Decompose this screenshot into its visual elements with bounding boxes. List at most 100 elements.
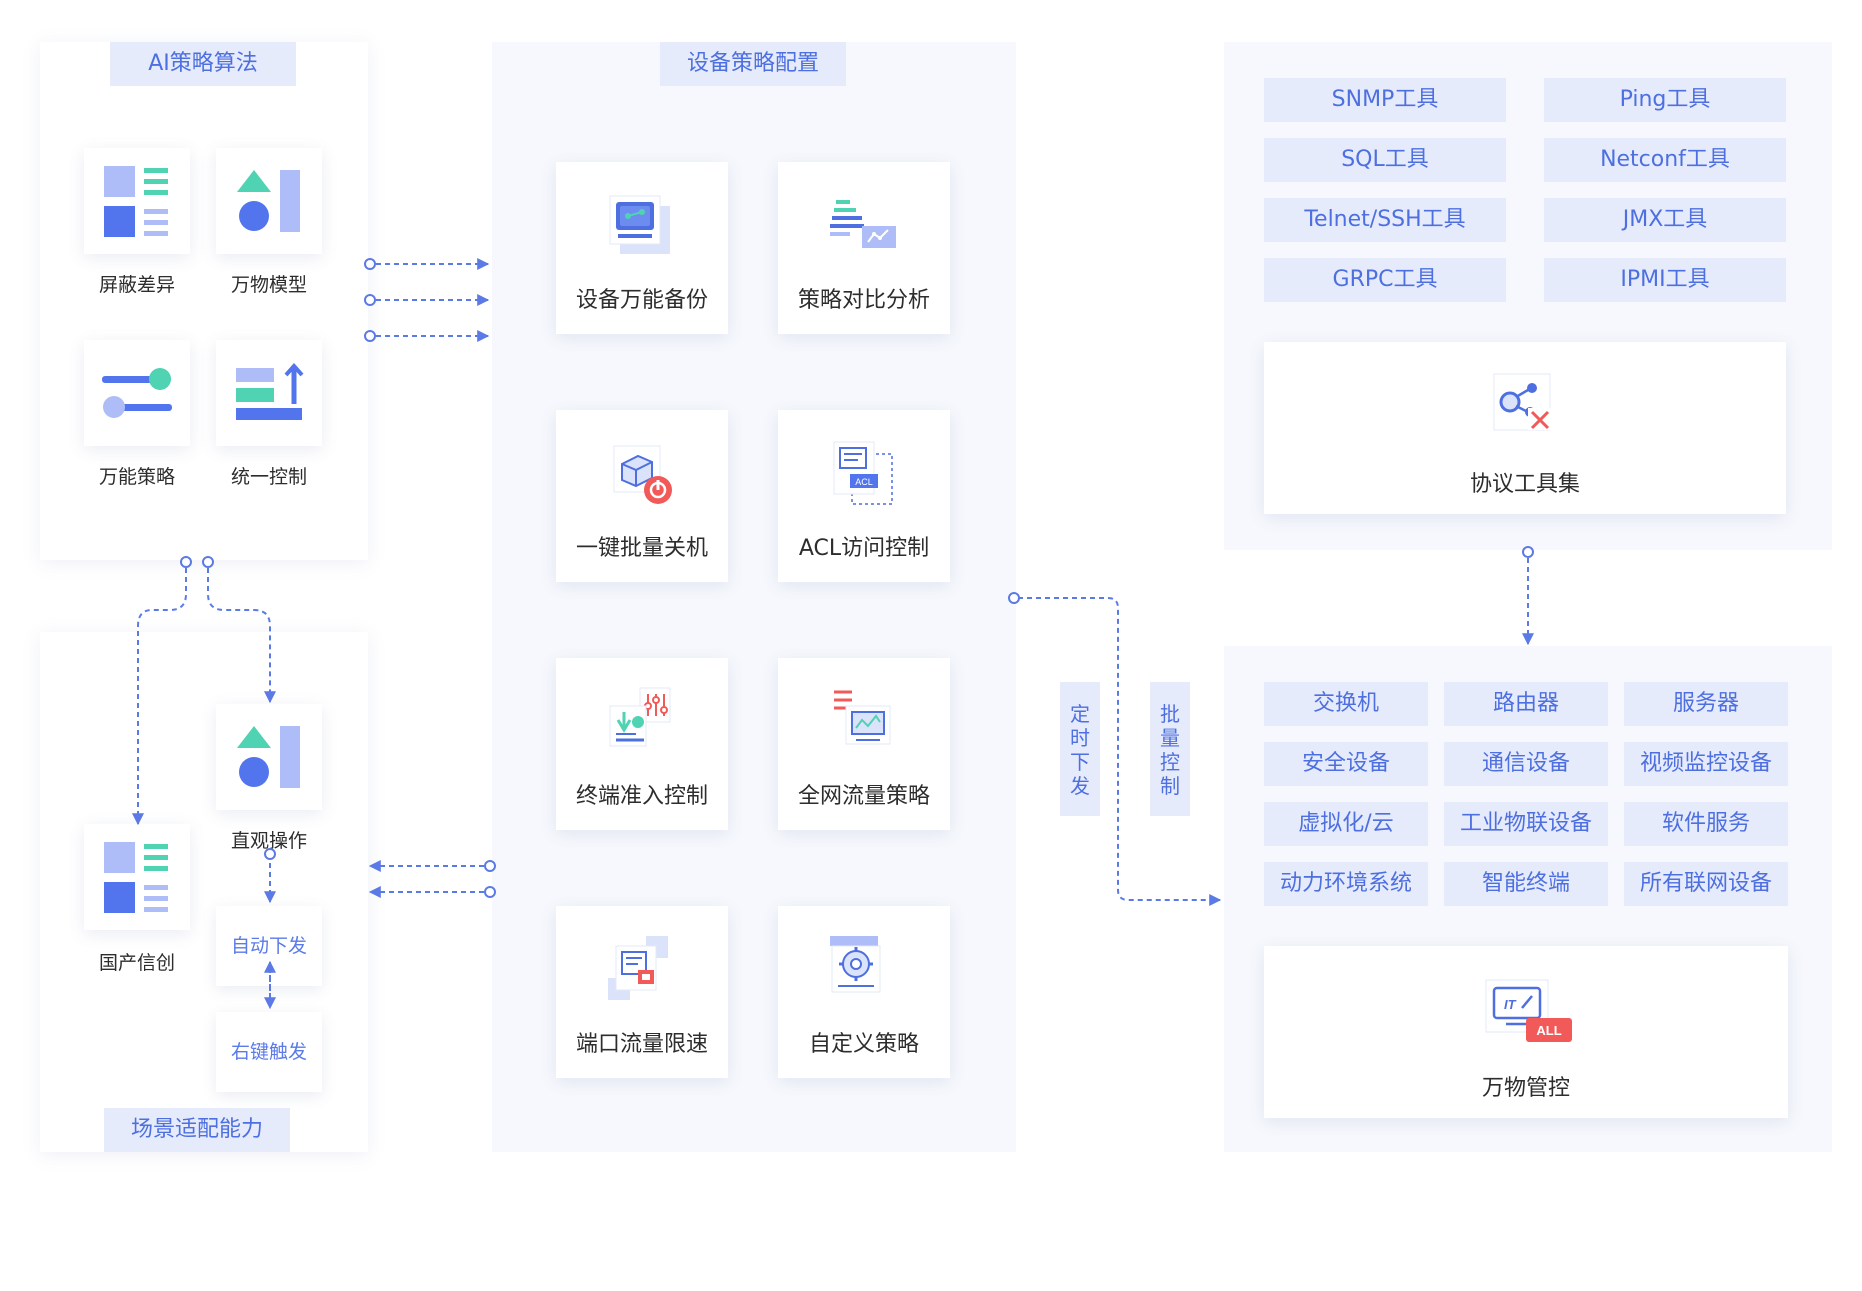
- card-port-rate-limit[interactable]: 端口流量限速: [556, 906, 728, 1078]
- device-software-service[interactable]: 软件服务: [1624, 802, 1788, 846]
- device-strategy-title: 设备策略配置: [660, 42, 846, 86]
- card-label: 策略对比分析: [797, 288, 930, 313]
- gear-custom-icon: [830, 936, 881, 993]
- device-all-networked[interactable]: 所有联网设备: [1624, 862, 1788, 906]
- timed-char: 时: [1070, 726, 1090, 750]
- ai-item-label: 万能策略: [98, 466, 175, 488]
- connector-device-managed: [1018, 597, 1222, 906]
- monitor-backup-icon: [609, 195, 670, 254]
- auto-deliver-button[interactable]: 自动下发: [216, 906, 322, 986]
- device-industrial-iot[interactable]: 工业物联设备: [1444, 802, 1608, 846]
- card-terminal-admission[interactable]: 终端准入控制: [556, 658, 728, 830]
- universal-control-card[interactable]: IT ALL 万物管控: [1264, 946, 1788, 1118]
- shapes-icon: [237, 726, 300, 788]
- universal-control-label: 万物管控: [1481, 1076, 1570, 1101]
- bars-arrow-icon: [236, 362, 304, 420]
- connector-ai-scene-right: [207, 568, 276, 704]
- device-server[interactable]: 服务器: [1624, 682, 1788, 726]
- acl-document-icon: ACL: [833, 441, 893, 505]
- batch-char: 量: [1160, 726, 1180, 750]
- connector-node: [364, 330, 376, 342]
- connector-node: [264, 848, 276, 860]
- ai-item-universal-strategy[interactable]: [84, 340, 190, 446]
- device-power-environment[interactable]: 动力环境系统: [1264, 862, 1428, 906]
- it-all-icon: IT ALL: [1485, 979, 1572, 1042]
- scene-item-intuitive[interactable]: [216, 704, 322, 810]
- card-network-traffic[interactable]: 全网流量策略: [778, 658, 950, 830]
- scene-item-label: 直观操作: [230, 830, 307, 852]
- ai-item-screen-diff[interactable]: [84, 148, 190, 254]
- batch-control-tag: 批 量 控 制: [1150, 682, 1190, 816]
- connector-ai-scene-left: [132, 568, 187, 826]
- timed-char: 下: [1070, 750, 1090, 774]
- timed-deliver-tag: 定 时 下 发: [1060, 682, 1100, 816]
- scene-adapt-title: 场景适配能力: [104, 1108, 290, 1152]
- card-label: ACL访问控制: [798, 536, 930, 561]
- grid-list-icon: [104, 842, 168, 913]
- card-device-backup[interactable]: 设备万能备份: [556, 162, 728, 334]
- connector-node: [364, 294, 376, 306]
- connector-node: [1008, 592, 1020, 604]
- card-label: 设备万能备份: [575, 288, 708, 313]
- protocol-toolset-card[interactable]: 协议工具集: [1264, 342, 1786, 514]
- tool-telnet-ssh[interactable]: Telnet/SSH工具: [1264, 198, 1506, 242]
- batch-char: 制: [1160, 774, 1180, 798]
- card-batch-shutdown[interactable]: 一键批量关机: [556, 410, 728, 582]
- protocol-tools-panel: SNMP工具 Ping工具 SQL工具 Netconf工具 Telnet/SSH…: [1224, 42, 1832, 550]
- timed-char: 发: [1070, 774, 1090, 798]
- card-label: 全网流量策略: [797, 784, 930, 809]
- timed-char: 定: [1070, 702, 1090, 726]
- device-switch[interactable]: 交换机: [1264, 682, 1428, 726]
- traffic-monitor-icon: [834, 690, 891, 745]
- card-label: 一键批量关机: [575, 536, 708, 561]
- tool-netconf[interactable]: Netconf工具: [1544, 138, 1786, 182]
- batch-char: 批: [1160, 702, 1180, 726]
- it-monitor-text: IT: [1504, 997, 1517, 1012]
- batch-char: 控: [1160, 750, 1180, 774]
- device-security[interactable]: 安全设备: [1264, 742, 1428, 786]
- ai-item-label: 统一控制: [230, 466, 307, 488]
- tool-snmp[interactable]: SNMP工具: [1264, 78, 1506, 122]
- tool-jmx[interactable]: JMX工具: [1544, 198, 1786, 242]
- connector-node: [180, 556, 192, 568]
- device-video-surveillance[interactable]: 视频监控设备: [1624, 742, 1788, 786]
- compare-chart-icon: [830, 200, 896, 248]
- right-click-trigger-button[interactable]: 右键触发: [216, 1012, 322, 1092]
- port-limit-icon: [608, 936, 668, 1000]
- tool-ping[interactable]: Ping工具: [1544, 78, 1786, 122]
- tool-grpc[interactable]: GRPC工具: [1264, 258, 1506, 302]
- svg-text:ACL: ACL: [855, 477, 873, 487]
- admission-control-icon: [609, 687, 671, 747]
- connector-node: [1522, 546, 1534, 558]
- grid-list-icon: [104, 166, 168, 237]
- card-label: 端口流量限速: [575, 1032, 708, 1057]
- card-label: 终端准入控制: [575, 784, 708, 809]
- sliders-icon: [102, 368, 172, 418]
- card-custom-strategy[interactable]: 自定义策略: [778, 906, 950, 1078]
- device-strategy-panel: 设备策略配置 设备万能备份 策略对比分析: [492, 42, 1016, 1152]
- ai-item-universal-model[interactable]: [216, 148, 322, 254]
- card-acl-control[interactable]: ACL ACL访问控制: [778, 410, 950, 582]
- device-telecom[interactable]: 通信设备: [1444, 742, 1608, 786]
- ai-strategy-title: AI策略算法: [110, 42, 296, 86]
- ai-strategy-panel: AI策略算法 屏蔽差异 万物模型 万能策略: [40, 42, 368, 560]
- connector-node: [484, 886, 496, 898]
- all-badge-text: ALL: [1536, 1023, 1561, 1038]
- scene-adapt-panel: 国产信创 直观操作 自动下发 右键触发 场景适配能力: [40, 632, 368, 1152]
- tool-sql[interactable]: SQL工具: [1264, 138, 1506, 182]
- protocol-tools-icon: [1493, 373, 1552, 431]
- device-virtualization-cloud[interactable]: 虚拟化/云: [1264, 802, 1428, 846]
- scene-item-domestic[interactable]: [84, 824, 190, 930]
- ai-item-label: 万物模型: [230, 274, 307, 296]
- tool-ipmi[interactable]: IPMI工具: [1544, 258, 1786, 302]
- ai-item-unified-control[interactable]: [216, 340, 322, 446]
- connector-node: [202, 556, 214, 568]
- shapes-icon: [237, 170, 300, 232]
- device-smart-terminal[interactable]: 智能终端: [1444, 862, 1608, 906]
- device-router[interactable]: 路由器: [1444, 682, 1608, 726]
- card-strategy-compare[interactable]: 策略对比分析: [778, 162, 950, 334]
- ai-item-label: 屏蔽差异: [98, 274, 175, 296]
- managed-devices-panel: 交换机 路由器 服务器 安全设备 通信设备 视频监控设备 虚拟化/云 工业物联设…: [1224, 646, 1832, 1152]
- card-label: 自定义策略: [808, 1032, 919, 1057]
